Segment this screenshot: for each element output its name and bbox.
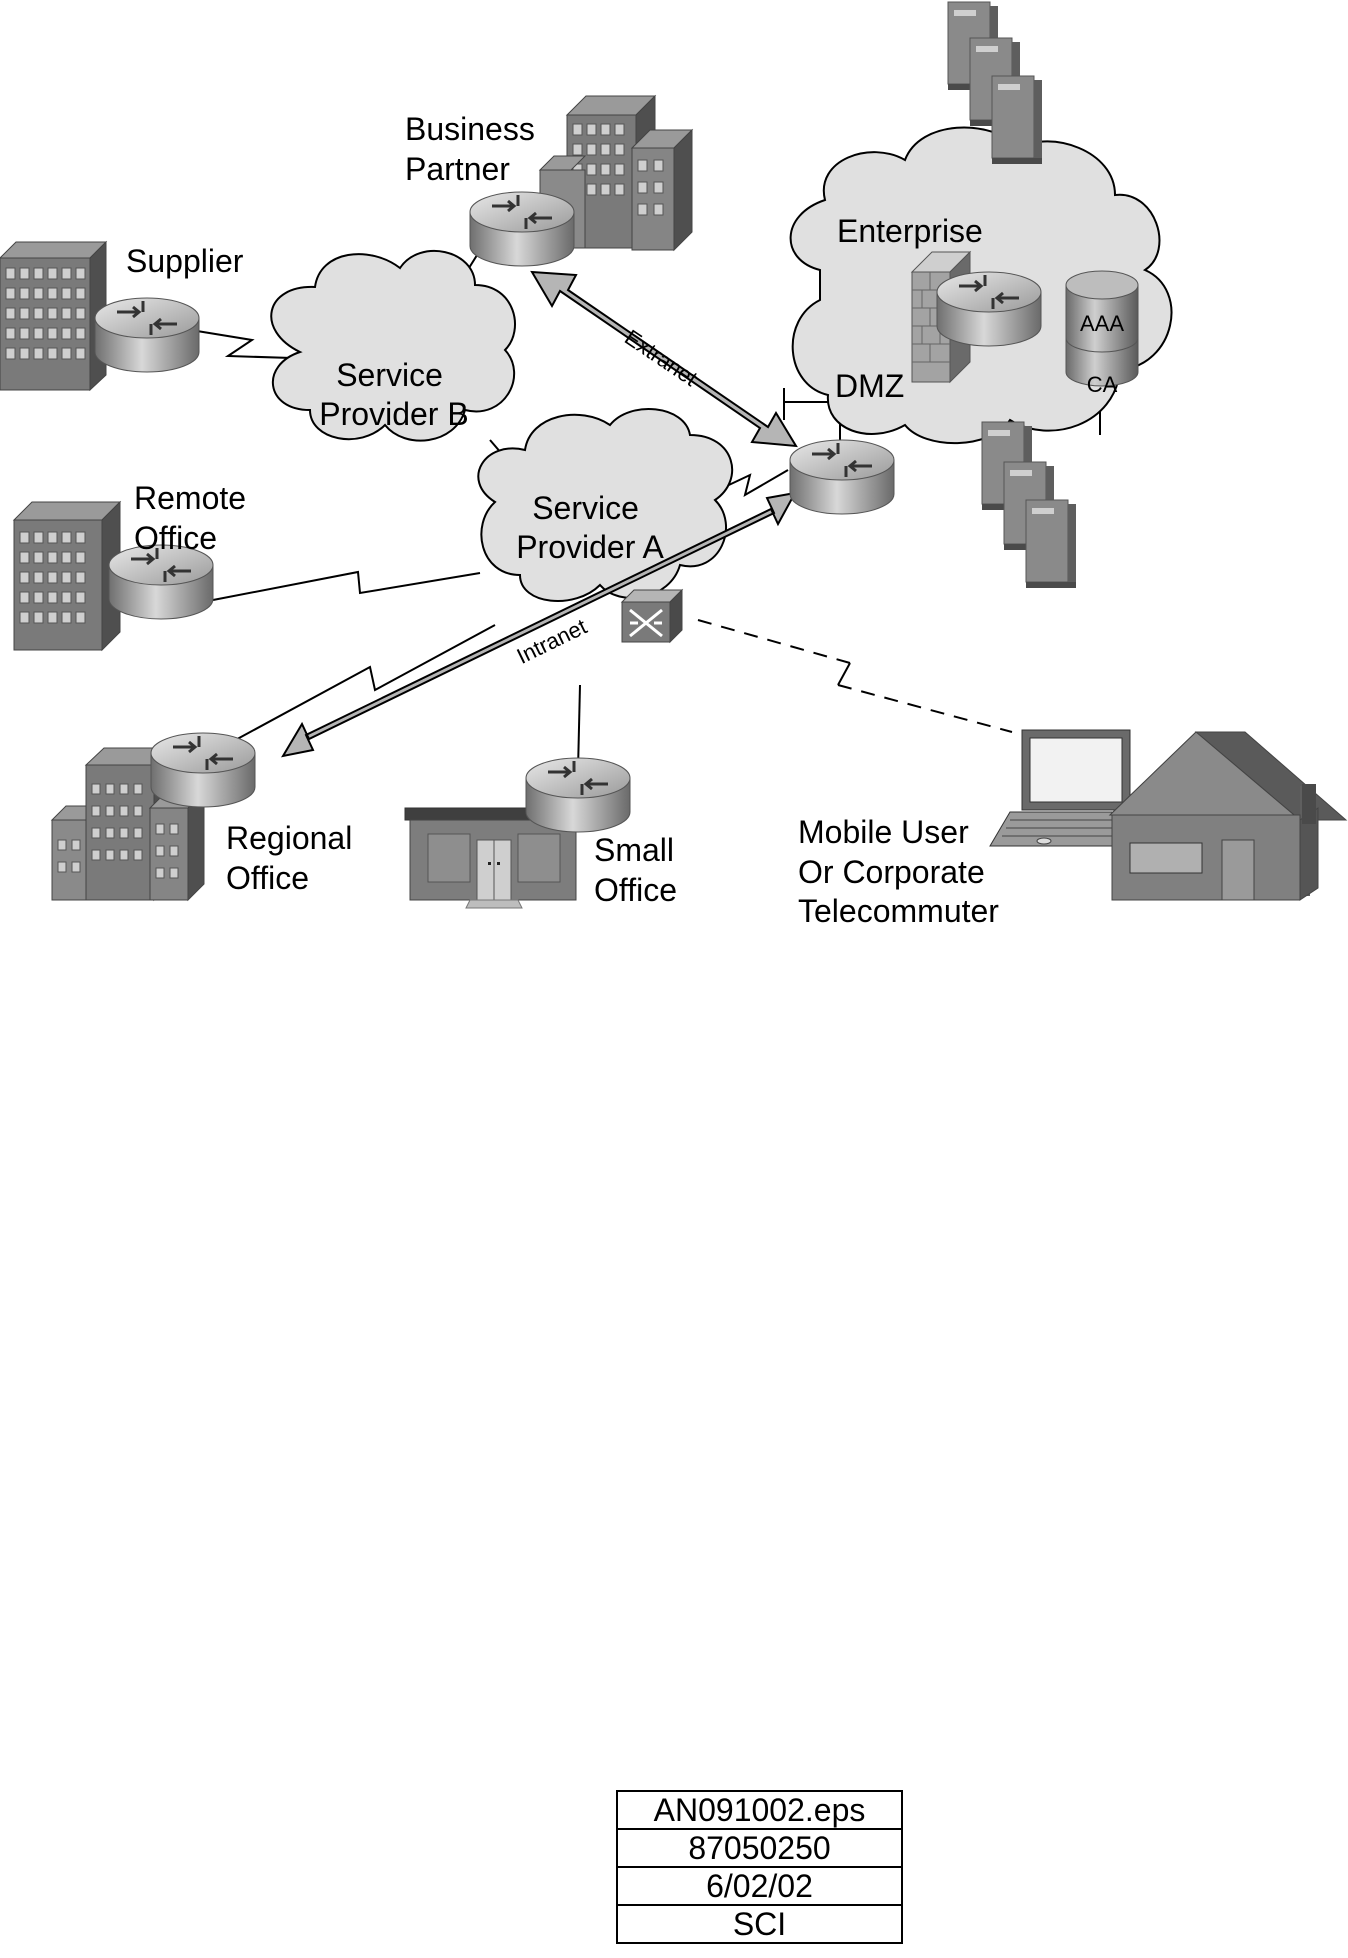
- atm-switch-icon: [620, 588, 684, 644]
- supplier-label: Supplier: [126, 243, 244, 279]
- service-provider-b-cloud: [270, 250, 516, 442]
- ca-label: CA: [1087, 372, 1118, 397]
- remote-access-link: [697, 619, 1013, 733]
- small-office-label: Small Office: [594, 832, 683, 908]
- service-provider-b-label: Service Provider B: [319, 357, 468, 432]
- supplier-building: [0, 240, 108, 392]
- business-partner-label: Business Partner: [405, 111, 544, 187]
- business-partner-building: [538, 94, 694, 252]
- initials-cell: SCI: [616, 1904, 903, 1944]
- dmz-label: DMZ: [835, 368, 904, 404]
- laptop-icon: [989, 729, 1131, 847]
- supplier-router-icon: [93, 296, 201, 374]
- remote-access-break: [837, 662, 851, 686]
- remote-office-building: [12, 500, 122, 652]
- job-number-cell: 87050250: [616, 1828, 903, 1868]
- aaa-label: AAA: [1080, 311, 1124, 336]
- extranet-label: Extranet: [620, 325, 702, 392]
- regional-office-router-icon: [149, 731, 257, 809]
- filename-cell: AN091002.eps: [616, 1790, 903, 1830]
- enterprise-label: Enterprise: [837, 213, 983, 249]
- service-provider-a-cloud: [477, 408, 734, 602]
- remote-office-router-icon: [107, 543, 215, 621]
- date-cell: 6/02/02: [616, 1866, 903, 1906]
- enterprise-edge-router-icon: [788, 438, 896, 516]
- service-provider-a-label: Service Provider A: [516, 490, 664, 565]
- aaa-ca-database-icon: [1065, 270, 1139, 387]
- extranet-arrow: [530, 270, 798, 448]
- network-diagram: Business Partner Supplier Service Provid…: [0, 1, 1348, 929]
- enterprise-core-router-icon: [935, 270, 1043, 348]
- house-icon: [1108, 731, 1348, 901]
- small-office-router-icon: [524, 756, 632, 834]
- business-partner-router-icon: [468, 190, 576, 268]
- regional-office-label: Regional Office: [226, 820, 361, 896]
- mobile-user-label: Mobile User Or Corporate Telecommuter: [798, 814, 999, 929]
- remote-office-label: Remote Office: [134, 480, 255, 556]
- enterprise-servers-bottom: [981, 421, 1077, 589]
- file-info-table: AN091002.eps 87050250 6/02/02 SCI: [616, 1790, 903, 1944]
